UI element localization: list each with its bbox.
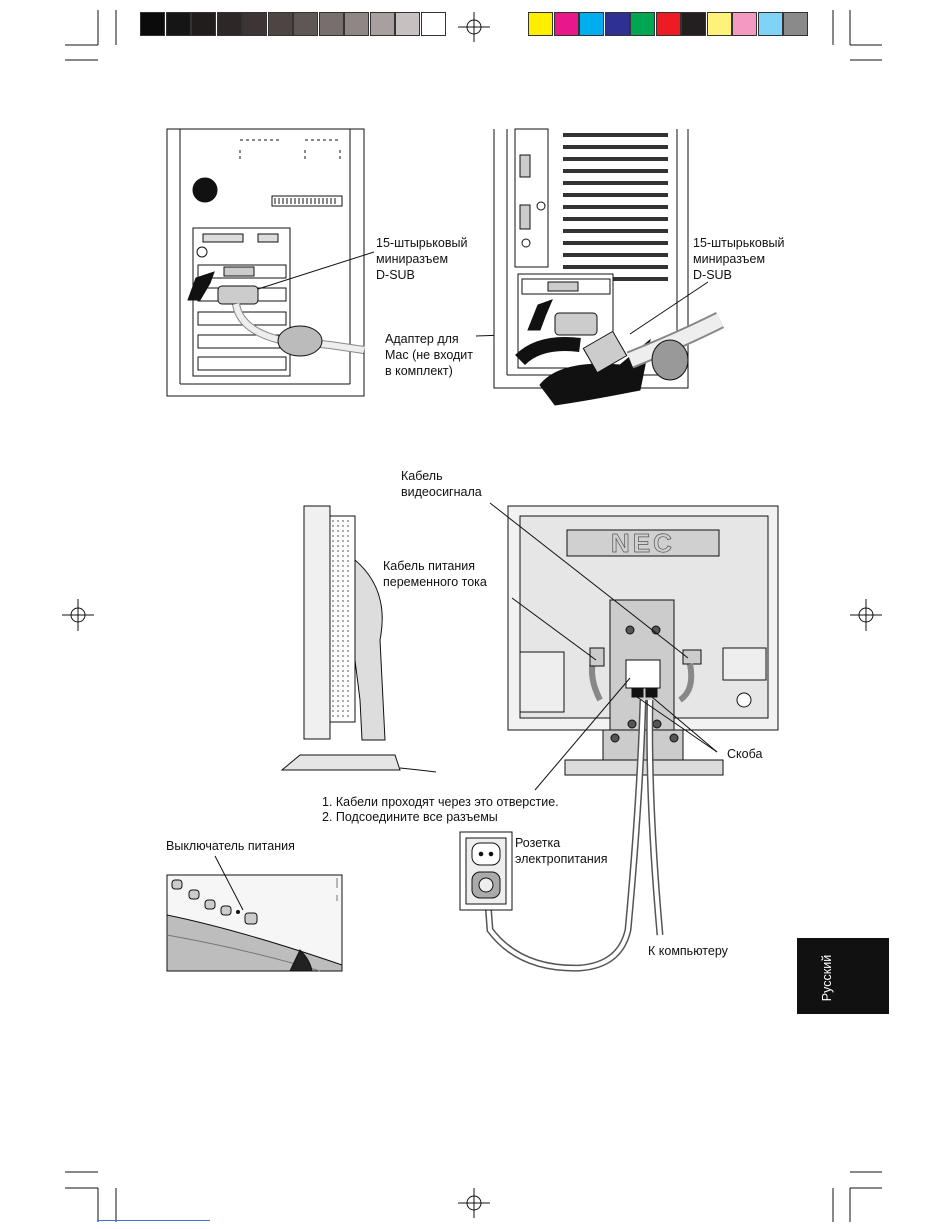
mac-adapter	[555, 313, 597, 335]
label-line: переменного тока	[383, 574, 487, 590]
clip-icon	[646, 688, 657, 697]
mac-adapter-label: Адаптер для Mac (не входит в комплект)	[385, 331, 473, 379]
label-line: электропитания	[515, 851, 608, 867]
footer-underline	[98, 1220, 210, 1221]
label-line: D-SUB	[693, 267, 784, 283]
label-line: миниразъем	[376, 251, 467, 267]
label-line: в комплект)	[385, 363, 473, 379]
language-tab-label: Русский	[820, 955, 834, 1001]
to-computer-label: К компьютеру	[648, 943, 728, 959]
connector-label-left: 15-штырьковый миниразъем D-SUB	[376, 235, 467, 283]
power-button	[245, 913, 257, 924]
video-cable-label: Кабель видеосигнала	[401, 468, 482, 500]
label-line: 15-штырьковый	[376, 235, 467, 251]
label-line: Адаптер для	[385, 331, 473, 347]
registration-mark-bottom	[458, 1188, 490, 1218]
label-line: видеосигнала	[401, 484, 482, 500]
power-switch-closeup	[167, 875, 342, 971]
power-switch-label: Выключатель питания	[166, 838, 295, 854]
label-line: D-SUB	[376, 267, 467, 283]
label-line: миниразъем	[693, 251, 784, 267]
wall-outlet	[460, 832, 512, 910]
power-socket-icon	[193, 178, 217, 202]
clip-icon	[632, 688, 643, 697]
power-cable-label: Кабель питания переменного тока	[383, 558, 487, 590]
language-tab: Русский	[797, 938, 889, 1014]
label-line: Розетка	[515, 835, 608, 851]
monitor-side-view	[282, 506, 436, 772]
pc-rear-panel-left	[167, 129, 364, 396]
outlet-label: Розетка электропитания	[515, 835, 608, 867]
registration-mark-right	[850, 599, 882, 631]
registration-mark-left	[62, 599, 94, 631]
label-line: Кабель питания	[383, 558, 487, 574]
step-2-text: 2. Подсоедините все разъемы	[322, 809, 498, 825]
brand-logo-text: NEC	[611, 528, 675, 558]
registration-mark-top	[458, 12, 490, 42]
pc-rear-panel-right	[494, 129, 720, 405]
label-line: Mac (не входит	[385, 347, 473, 363]
label-line: 15-штырьковый	[693, 235, 784, 251]
clip-label: Скоба	[727, 746, 762, 762]
step-1-text: 1. Кабели проходят через это отверстие.	[322, 794, 559, 810]
label-line: Кабель	[401, 468, 482, 484]
connector-label-right: 15-штырьковый миниразъем D-SUB	[693, 235, 784, 283]
